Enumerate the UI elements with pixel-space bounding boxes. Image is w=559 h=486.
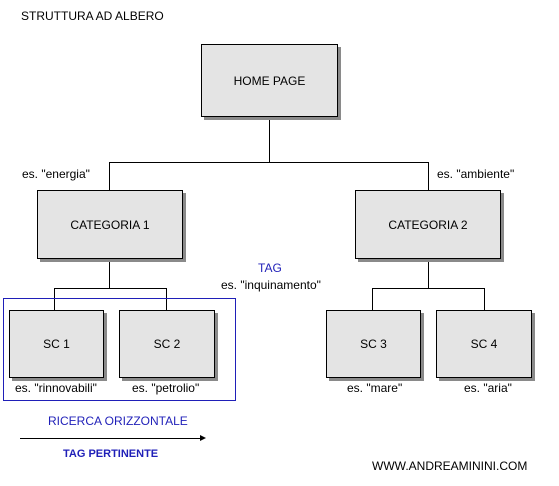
connector-to-sc2 — [166, 288, 167, 310]
subcategory-4-example: es. "aria" — [464, 381, 512, 395]
subcategory-1-node: SC 1 — [9, 310, 104, 378]
direction-arrow-head-icon — [200, 435, 206, 441]
connector-to-sc4 — [484, 288, 485, 310]
connector-level2-right-horizontal — [372, 288, 485, 289]
subcategory-2-label: SC 2 — [153, 337, 181, 351]
connector-level2-left-horizontal — [54, 288, 167, 289]
connector-to-cat2 — [428, 162, 429, 190]
subcategory-3-example: es. "mare" — [347, 381, 403, 395]
home-page-node: HOME PAGE — [201, 44, 338, 117]
subcategory-4-node: SC 4 — [436, 310, 532, 378]
tag-example: es. "inquinamento" — [221, 278, 321, 292]
tag-pertinente-caption: TAG PERTINENTE — [63, 448, 159, 460]
website-credit: WWW.ANDREAMININI.COM — [372, 459, 528, 473]
subcategory-2-node: SC 2 — [119, 310, 215, 378]
category-1-node: CATEGORIA 1 — [37, 190, 183, 259]
direction-arrow-line — [20, 438, 201, 439]
category-1-label: CATEGORIA 1 — [70, 217, 150, 232]
subcategory-4-label: SC 4 — [470, 337, 498, 351]
subcategory-1-label: SC 1 — [43, 337, 70, 351]
category-2-example: es. "ambiente" — [437, 167, 515, 181]
diagram-title: STRUTTURA AD ALBERO — [21, 9, 164, 23]
connector-home-down — [269, 117, 270, 162]
subcategory-2-example: es. "petrolio" — [132, 381, 200, 395]
category-1-example: es. "energia" — [22, 167, 90, 181]
horizontal-search-caption: RICERCA ORIZZONTALE — [48, 414, 188, 428]
category-2-node: CATEGORIA 2 — [355, 190, 501, 259]
connector-cat1-down — [109, 259, 110, 288]
connector-to-sc3 — [372, 288, 373, 310]
subcategory-1-example: es. "rinnovabili" — [15, 381, 97, 395]
connector-to-sc1 — [54, 288, 55, 310]
connector-cat2-down — [428, 259, 429, 288]
category-2-label: CATEGORIA 2 — [388, 217, 468, 232]
connector-level1-horizontal — [109, 162, 429, 163]
horizontal-search-frame — [3, 298, 236, 401]
home-page-label: HOME PAGE — [233, 73, 306, 88]
tag-label: TAG — [258, 261, 282, 275]
subcategory-3-node: SC 3 — [326, 310, 421, 378]
subcategory-3-label: SC 3 — [360, 337, 387, 351]
connector-to-cat1 — [109, 162, 110, 190]
